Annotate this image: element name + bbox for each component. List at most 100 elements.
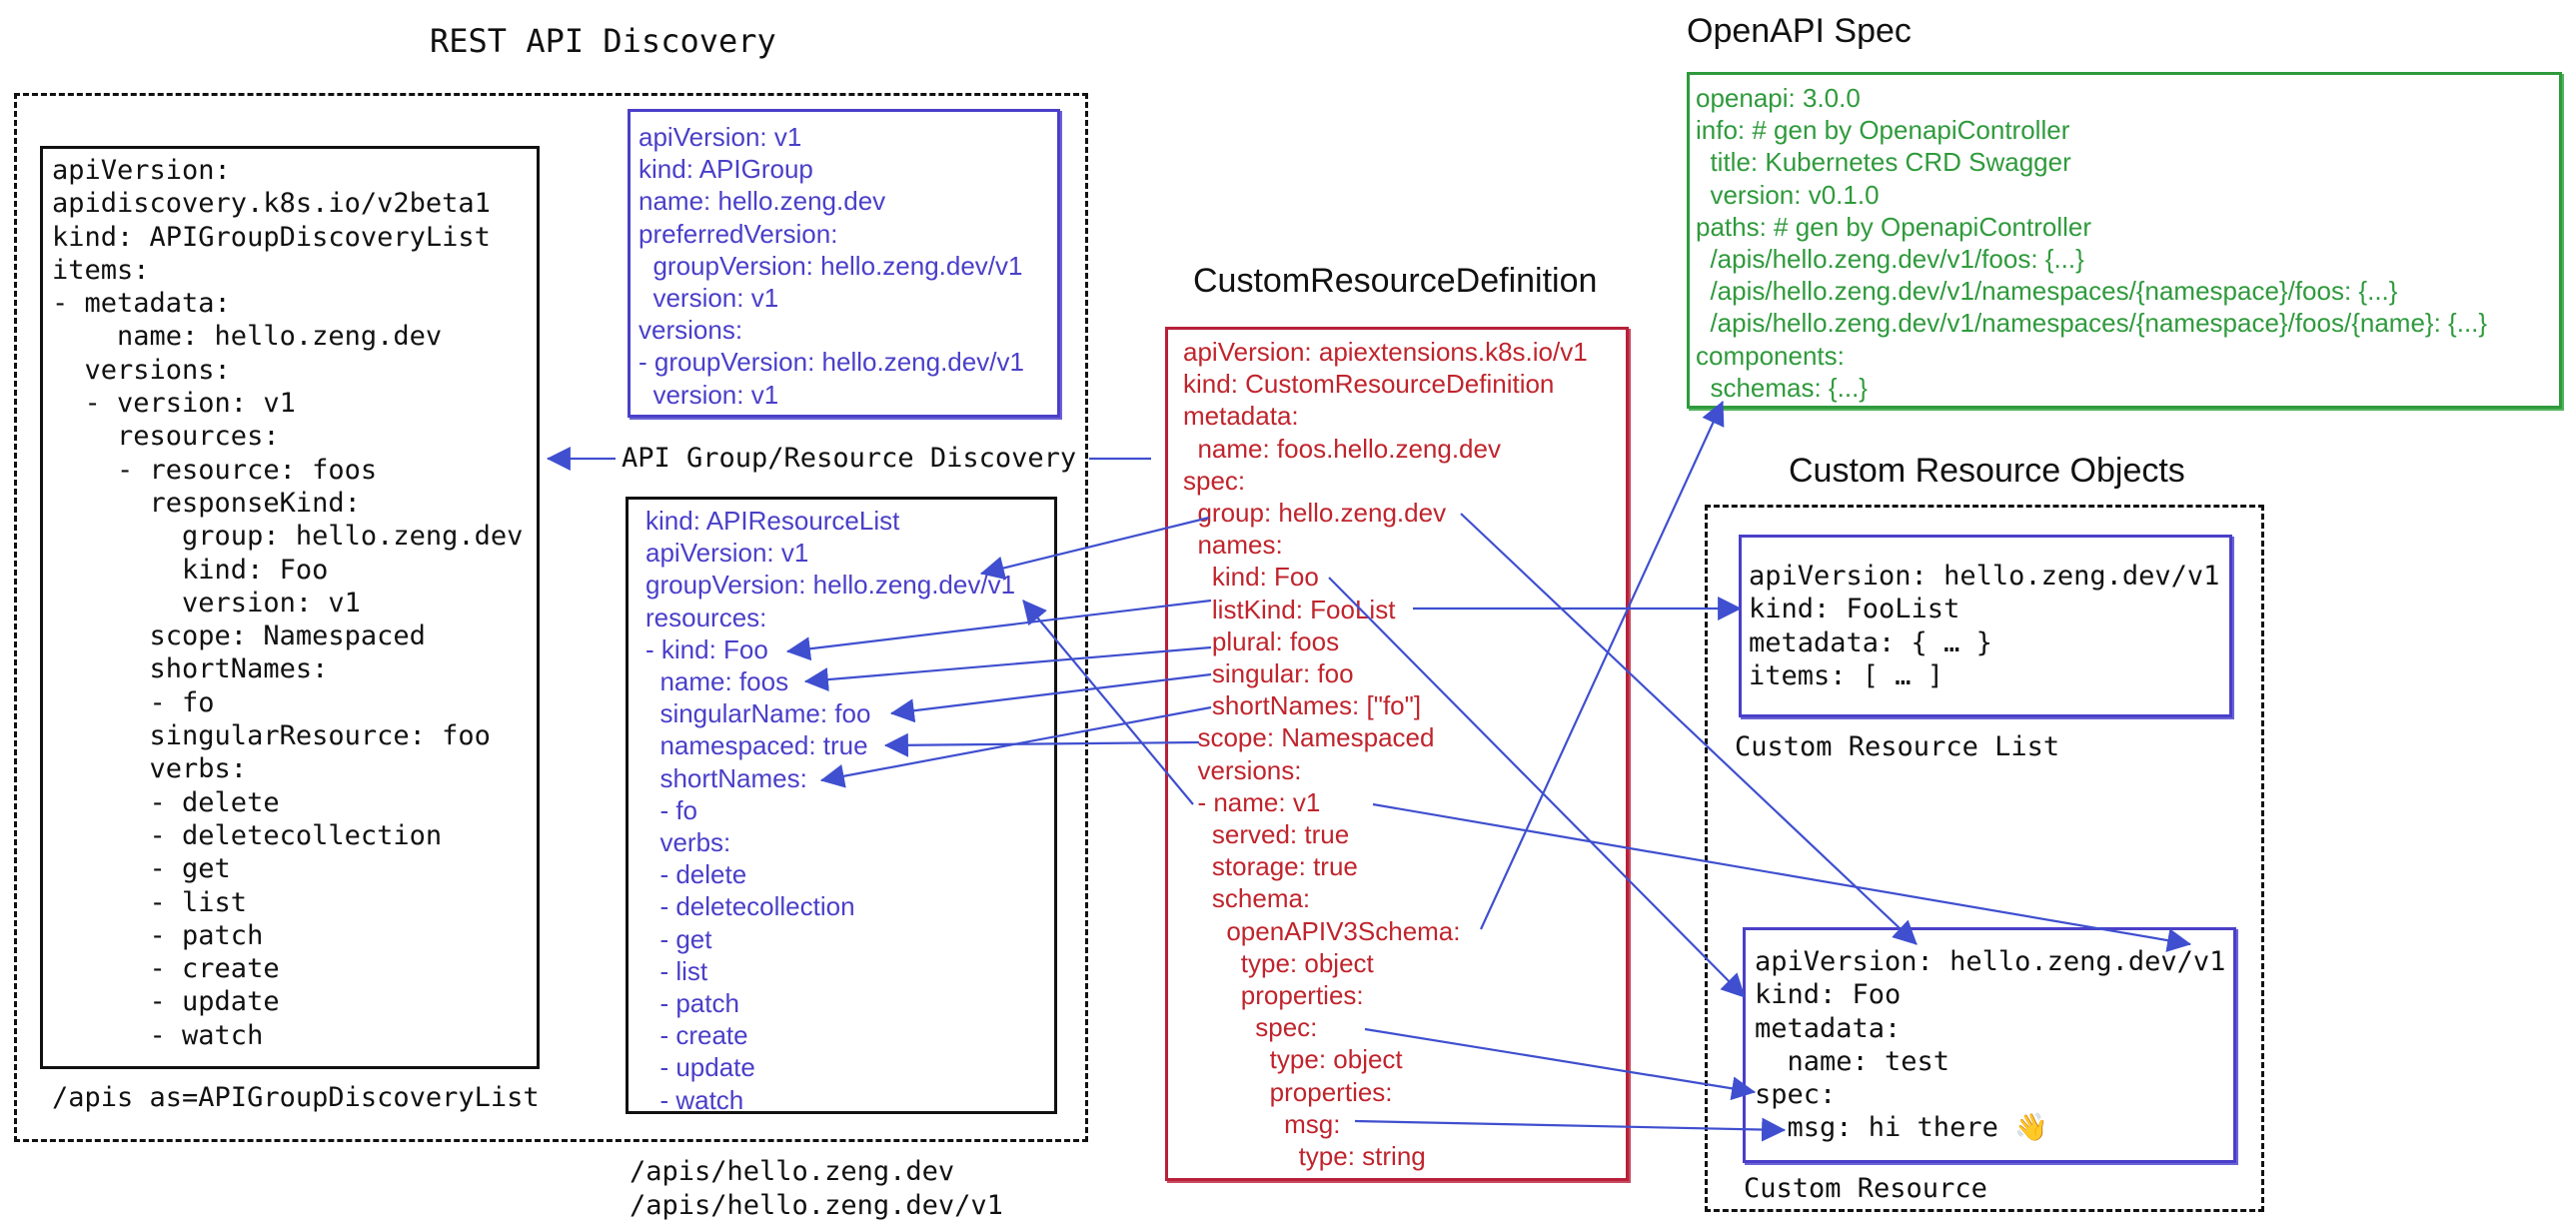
yaml-line: version: v1 <box>639 379 779 410</box>
arrow-scope-to-namespaced <box>883 732 1200 757</box>
yaml-line: components: <box>1696 340 1845 371</box>
yaml-line: listKind: FooList <box>1183 594 1396 624</box>
yaml-line: openAPIV3Schema: <box>1183 915 1461 946</box>
yaml-line: - groupVersion: hello.zeng.dev/v1 <box>639 347 1024 378</box>
yaml-line: scope: Namespaced <box>1183 722 1435 753</box>
yaml-line: metadata: <box>1183 401 1299 432</box>
yaml-line: singular: foo <box>1183 658 1354 689</box>
arrow-msg-to-foo-msg <box>1354 1117 1787 1142</box>
yaml-line: apiVersion: v1 <box>639 122 802 152</box>
api-group-box <box>628 109 1060 418</box>
yaml-line: - kind: Foo <box>645 633 768 664</box>
foo-list-box <box>1739 535 2232 717</box>
openapi-spec-box <box>1687 72 2562 409</box>
arrow-group-to-foo-apiversion <box>1460 513 1918 945</box>
yaml-line: kind: FooList <box>1749 594 1960 625</box>
yaml-line: versions: <box>52 354 231 386</box>
yaml-line: name: hello.zeng.dev <box>639 186 886 217</box>
yaml-line: version: v1 <box>52 587 361 618</box>
yaml-line: namespaced: true <box>645 730 868 761</box>
crd-box <box>1165 327 1629 1181</box>
yaml-line: singularResource: foo <box>52 720 491 752</box>
yaml-line: type: object <box>1183 947 1374 978</box>
yaml-line: msg: <box>1183 1108 1341 1139</box>
arrow-schema-to-openapi <box>1480 401 1725 930</box>
yaml-line: resources: <box>52 421 280 453</box>
foo-box <box>1743 927 2236 1163</box>
yaml-line: /apis/hello.zeng.dev/v1/foos: {...} <box>1696 244 2084 275</box>
yaml-line: - create <box>52 953 280 985</box>
custom-resource-objects-container <box>1705 505 2264 1212</box>
rest-api-discovery-container <box>14 93 1088 1142</box>
yaml-line: properties: <box>1183 980 1364 1011</box>
yaml-line: - watch <box>645 1084 744 1115</box>
arrow-singular-to-singularname <box>889 672 1212 723</box>
custom-resource-caption: Custom Resource <box>1744 1173 1987 1204</box>
arrow-kind-to-foo-kind <box>1328 577 1746 998</box>
yaml-line: - list <box>645 955 708 986</box>
apis-path-2: /apis/hello.zeng.dev/v1 <box>630 1190 1003 1221</box>
yaml-line: kind: Foo <box>1183 562 1319 593</box>
yaml-line: plural: foos <box>1183 625 1340 656</box>
yaml-line: name: test <box>1755 1045 1950 1077</box>
yaml-line: - get <box>52 853 231 885</box>
yaml-line: name: foos <box>645 666 789 697</box>
yaml-line: metadata: <box>1755 1012 1902 1044</box>
yaml-line: spec: <box>1183 1012 1318 1043</box>
yaml-line: versions: <box>1183 754 1302 785</box>
yaml-line: singularName: foo <box>645 698 871 729</box>
yaml-line: kind: Foo <box>52 554 329 586</box>
yaml-line: - version: v1 <box>52 388 296 420</box>
yaml-line: - update <box>645 1052 755 1083</box>
api-group-discovery-list-box <box>40 146 540 1069</box>
yaml-line: title: Kubernetes CRD Swagger <box>1696 147 2071 178</box>
yaml-line: kind: APIGroupDiscoveryList <box>52 221 491 253</box>
rest-api-discovery-title: REST API Discovery <box>430 22 776 60</box>
yaml-line: apiVersion: v1 <box>645 538 809 569</box>
yaml-line: group: hello.zeng.dev <box>1183 498 1447 529</box>
yaml-line: - fo <box>645 794 698 825</box>
yaml-line: - create <box>645 1020 748 1051</box>
crd-yaml: apiVersion: apiextensions.k8s.io/v1 kind:… <box>1183 336 1588 1172</box>
arrow-kind-to-kind <box>785 599 1212 661</box>
yaml-line: - deletecollection <box>52 819 443 851</box>
yaml-line: kind: APIGroup <box>639 154 813 185</box>
custom-resource-list-caption: Custom Resource List <box>1735 731 2060 762</box>
arrow-plural-to-name <box>803 645 1212 692</box>
yaml-line: - delete <box>645 859 747 890</box>
crd-title: CustomResourceDefinition <box>1193 262 1598 300</box>
yaml-line: - name: v1 <box>1183 786 1321 817</box>
yaml-line: verbs: <box>52 753 248 785</box>
yaml-line: apidiscovery.k8s.io/v2beta1 <box>52 188 491 220</box>
yaml-line: groupVersion: hello.zeng.dev/v1 <box>639 250 1023 281</box>
yaml-line: version: v1 <box>639 283 779 314</box>
yaml-line: schemas: {...} <box>1696 372 1868 403</box>
yaml-line: kind: APIResourceList <box>645 506 900 536</box>
yaml-line: type: string <box>1183 1141 1426 1172</box>
arrow-version-to-groupversion <box>1022 600 1194 805</box>
apis-path-1: /apis/hello.zeng.dev <box>630 1156 955 1187</box>
yaml-line: names: <box>1183 530 1283 561</box>
yaml-line: msg: hi there 👋 <box>1755 1112 2048 1144</box>
yaml-line: properties: <box>1183 1076 1393 1107</box>
custom-resource-objects-title: Custom Resource Objects <box>1789 452 2185 490</box>
openapi-spec-title: OpenAPI Spec <box>1687 12 1912 50</box>
yaml-line: versions: <box>639 315 743 346</box>
yaml-line: resources: <box>645 602 767 632</box>
yaml-line: items: <box>52 254 150 286</box>
yaml-line: shortNames: <box>52 653 329 685</box>
yaml-line: metadata: { … } <box>1749 626 1992 658</box>
api-group-resource-discovery-label: API Group/Resource Discovery <box>622 443 1077 474</box>
arrow-spec-to-foo-spec <box>1364 1027 1757 1101</box>
yaml-line: /apis/hello.zeng.dev/v1/namespaces/{name… <box>1696 308 2488 339</box>
yaml-line: items: [ … ] <box>1749 659 1944 691</box>
yaml-line: storage: true <box>1183 851 1358 882</box>
yaml-line: - resource: foos <box>52 454 378 486</box>
yaml-line: info: # gen by OpenapiController <box>1696 115 2070 146</box>
yaml-line: apiVersion: apiextensions.k8s.io/v1 <box>1183 337 1588 367</box>
yaml-line: - list <box>52 886 248 918</box>
